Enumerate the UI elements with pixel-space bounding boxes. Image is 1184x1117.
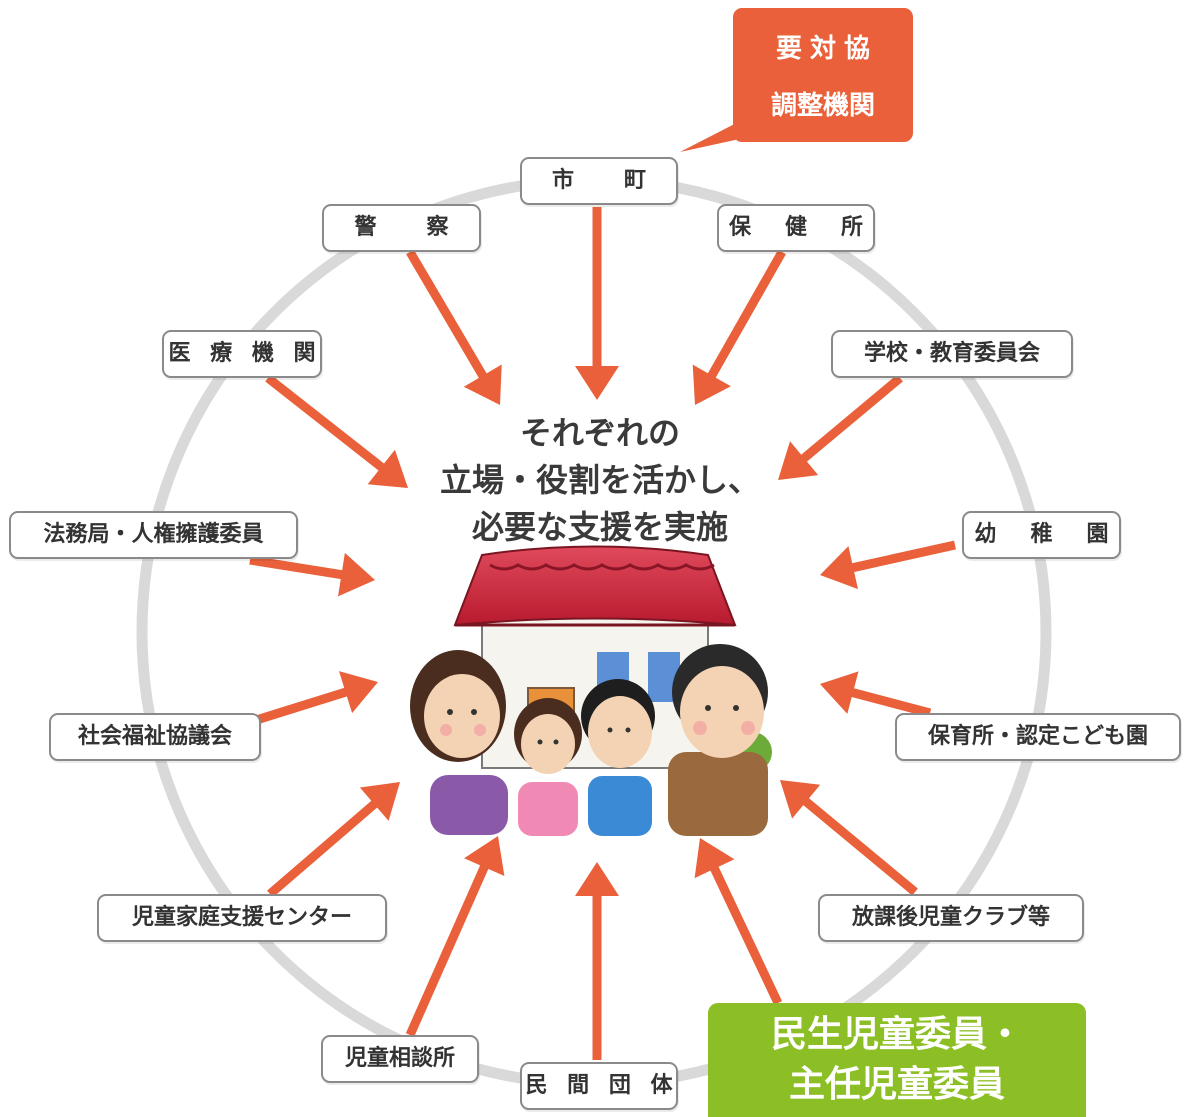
arrow-from-school (778, 374, 903, 480)
org-police: 警 察 (322, 204, 481, 252)
house-roof (453, 545, 737, 627)
arrow-from-health-center (692, 249, 786, 405)
org-nursery-school: 保育所・認定こども園 (895, 713, 1181, 761)
arrow-from-private-groups (575, 862, 619, 1060)
arrow-from-child-guidance-head (464, 836, 505, 876)
arrow-from-police (406, 249, 502, 405)
arrows-group (248, 207, 956, 1060)
welfare-commissioner-line1: 民生児童委員・ (770, 1014, 1023, 1055)
org-health-center: 保 健 所 (717, 204, 875, 252)
org-school-board: 学校・教育委員会 (831, 330, 1073, 378)
org-child-guidance-center: 児童相談所 (321, 1035, 479, 1083)
arrow-from-health-center-shaft (706, 249, 786, 380)
arrow-from-welfare-commissioner-shaft (709, 865, 783, 1005)
family-house-illustration (410, 545, 772, 836)
arrow-from-nursery (820, 671, 932, 718)
mother-face (424, 674, 500, 758)
arrow-from-municipality-head (575, 366, 619, 400)
arrow-from-police-head (463, 364, 502, 405)
arrow-from-school-head (778, 441, 819, 480)
arrow-from-social-welfare-shaft (248, 687, 349, 727)
arrow-from-police-shaft (406, 249, 488, 380)
arrow-from-legal-shaft (249, 555, 345, 580)
welfare-commissioner-line2: 主任児童委員 (788, 1064, 1005, 1105)
arrow-from-medical-head (367, 449, 408, 488)
center-message: それぞれの 立場・役割を活かし、 必要な支援を実施 (400, 410, 800, 551)
callout-line1: 要対協 (775, 34, 878, 64)
arrow-from-social-welfare (248, 671, 378, 727)
arrow-from-legal-head (338, 552, 375, 597)
org-legal-affairs: 法務局・人権擁護委員 (9, 511, 298, 559)
arrow-from-after-school-shaft (801, 796, 918, 896)
arrow-from-kindergarten-head (820, 546, 858, 590)
arrow-from-after-school (780, 780, 918, 896)
org-private-groups: 民 間 団 体 (520, 1062, 678, 1110)
arrow-from-kindergarten-shaft (850, 540, 956, 573)
arrow-from-child-family-center-head (359, 782, 400, 821)
org-social-welfare-council: 社会福祉協議会 (49, 713, 261, 761)
center-message-line2: 立場・役割を活かし、 (439, 461, 760, 499)
center-message-line1: それぞれの (519, 414, 680, 452)
arrow-from-municipality (575, 207, 619, 400)
arrow-from-medical (265, 374, 408, 488)
father-face (680, 666, 764, 758)
arrow-from-child-family-center-shaft (267, 799, 379, 898)
arrow-from-kindergarten (820, 540, 956, 590)
center-message-line3: 必要な支援を実施 (471, 508, 728, 546)
org-child-family-support-center: 児童家庭支援センター (97, 894, 387, 942)
org-after-school-club: 放課後児童クラブ等 (818, 894, 1084, 942)
arrow-from-nursery-head (820, 671, 859, 714)
arrow-from-child-guidance (405, 836, 505, 1037)
welfare-commissioner-box: 民生児童委員・ 主任児童委員 (708, 1003, 1086, 1117)
arrow-from-welfare-commissioner-head (694, 838, 735, 879)
arrow-from-school-shaft (799, 374, 903, 463)
arrow-from-after-school-head (780, 780, 821, 819)
org-medical-institution: 医 療 機 関 (162, 330, 322, 378)
arrow-from-medical-shaft (265, 374, 386, 472)
arrow-from-child-guidance-shaft (405, 863, 490, 1037)
org-municipality: 市 町 (520, 157, 678, 205)
coordination-agency-callout: 要対協 調整機関 (733, 8, 913, 142)
boy-face (588, 696, 652, 768)
arrow-from-nursery-shaft (849, 687, 932, 718)
callout-line2: 調整機関 (770, 91, 875, 121)
arrow-from-health-center-head (692, 364, 731, 405)
arrow-from-legal (249, 552, 375, 597)
arrow-from-welfare-commissioner (694, 838, 783, 1005)
arrow-from-child-family-center (267, 782, 400, 898)
org-kindergarten: 幼 稚 園 (962, 511, 1121, 559)
arrow-from-social-welfare-head (339, 671, 378, 714)
arrow-from-private-groups-head (575, 862, 619, 896)
girl-face (521, 714, 575, 774)
